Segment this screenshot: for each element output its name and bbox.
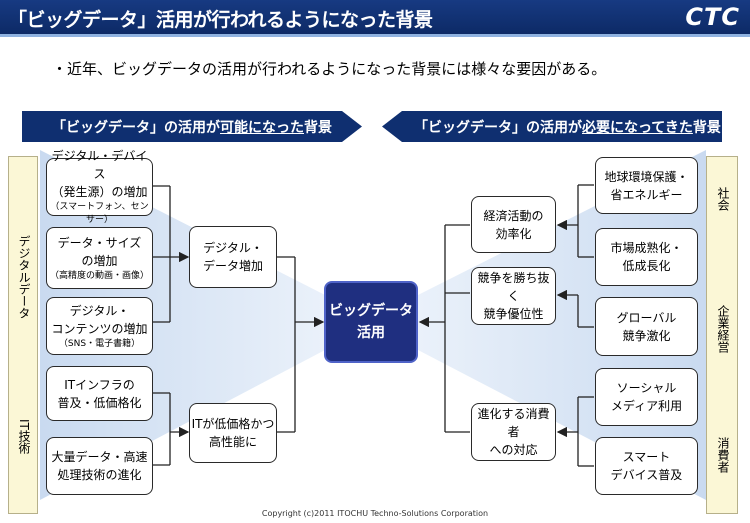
box-line: 高性能に	[208, 435, 257, 449]
box-digital-contents: デジタル・ コンテンツの増加 （SNS・電子書籍）	[46, 297, 153, 355]
box-it-low-cost: ITが低価格かつ 高性能に	[189, 403, 277, 463]
banner-right-post: 背景	[692, 119, 721, 136]
center-big-data-utilization: ビッグデータ 活用	[324, 281, 418, 363]
box-line: 競争優位性	[483, 307, 544, 321]
box-line: 進化する消費者	[477, 407, 550, 439]
box-note: （高精度の動画・画像）	[49, 270, 149, 281]
banner-left-post: 背景	[304, 119, 332, 136]
box-evolving-consumer: 進化する消費者 への対応	[471, 403, 556, 461]
side-label-it-tech: IT技術	[17, 419, 31, 454]
box-line: データ・サイズ	[57, 235, 142, 250]
box-line: ITが低価格かつ	[191, 417, 275, 431]
box-line: スマート	[622, 450, 671, 464]
box-line: 効率化	[495, 226, 532, 241]
box-environment: 地球環境保護・ 省エネルギー	[595, 157, 698, 214]
box-line: グローバル	[616, 310, 677, 325]
box-line: の増加	[81, 253, 118, 268]
box-line: 省エネルギー	[610, 187, 683, 202]
banner-possible: 「ビッグデータ」の活用が可能になった背景	[22, 111, 362, 142]
box-line: コンテンツの増加	[51, 321, 148, 336]
box-competitive-advantage: 競争を勝ち抜く 競争優位性	[471, 267, 556, 325]
side-label-society: 社会	[716, 187, 730, 211]
box-line: 市場成熟化・	[610, 241, 683, 255]
box-market-maturity: 市場成熟化・ 低成長化	[595, 228, 698, 286]
box-line: 処理技術の進化	[57, 468, 142, 482]
box-line: 大量データ・高速	[51, 450, 148, 464]
sidebar-left: デジタルデータ IT技術	[8, 156, 38, 514]
box-line: 地球環境保護・	[604, 169, 689, 184]
banner-necessary: 「ビッグデータ」の活用が必要になってきた背景	[382, 111, 722, 142]
header-underline	[0, 34, 750, 37]
box-digital-data-increase: デジタル・ データ増加	[189, 226, 277, 288]
banner-left-emph: 可能になった	[220, 119, 304, 136]
box-line: デジタル・デバイス	[51, 149, 148, 182]
ctc-logo: CTC	[685, 3, 740, 31]
box-note: （SNS・電子書籍）	[58, 338, 141, 349]
box-line: 競争激化	[622, 328, 671, 343]
box-economic-efficiency: 経済活動の 効率化	[471, 196, 556, 253]
box-line: データ増加	[202, 259, 263, 273]
box-line: ITインフラの	[64, 377, 135, 392]
side-label-digital-data: デジタルデータ	[17, 235, 31, 319]
right-connectors	[418, 184, 594, 467]
box-line: （発生源）の増加	[51, 185, 148, 200]
banner-right-pre: 「ビッグデータ」の活用が	[414, 119, 582, 136]
box-line: への対応	[489, 443, 538, 457]
header-bar: 「ビッグデータ」活用が行われるようになった背景 CTC	[0, 0, 750, 34]
side-label-consumer: 消費者	[716, 437, 730, 473]
copyright-footer: Copyright (c)2011 ITOCHU Techno-Solution…	[261, 509, 489, 518]
box-it-infra: ITインフラの 普及・低価格化	[46, 366, 153, 421]
box-line: 競争を勝ち抜く	[477, 271, 550, 303]
box-line: ソーシャル	[616, 381, 677, 395]
box-digital-devices: デジタル・デバイス （発生源）の増加 （スマートフォン、センサー）	[46, 149, 153, 225]
left-connectors	[153, 185, 325, 466]
page-title: 「ビッグデータ」活用が行われるようになった背景	[8, 9, 433, 31]
box-smart-devices: スマート デバイス普及	[595, 437, 698, 495]
box-line: 低成長化	[622, 259, 671, 273]
box-line: メディア利用	[610, 399, 683, 413]
center-line: ビッグデータ	[329, 302, 413, 319]
subtitle-bullet: ・近年、ビッグデータの活用が行われるようになった背景には様々な要因がある。	[52, 60, 607, 78]
box-line: デバイス普及	[610, 468, 683, 482]
banner-right-emph: 必要になってきた	[582, 119, 693, 136]
box-line: 普及・低価格化	[57, 395, 142, 410]
box-global-competition: グローバル 競争激化	[595, 297, 698, 356]
box-line: デジタル・	[203, 241, 263, 255]
box-high-speed-processing: 大量データ・高速 処理技術の進化	[46, 437, 153, 495]
box-social-media: ソーシャル メディア利用	[595, 368, 698, 426]
center-line: 活用	[357, 325, 385, 341]
banner-left-pre: 「ビッグデータ」の活用が	[52, 119, 220, 136]
sidebar-right: 社会 企業経営 消費者	[706, 156, 738, 514]
box-line: 経済活動の	[483, 208, 544, 223]
box-line: デジタル・	[69, 303, 130, 318]
box-note: （スマートフォン、センサー）	[50, 202, 149, 225]
box-data-size: データ・サイズ の増加 （高精度の動画・画像）	[46, 227, 153, 289]
side-label-management: 企業経営	[716, 305, 730, 353]
